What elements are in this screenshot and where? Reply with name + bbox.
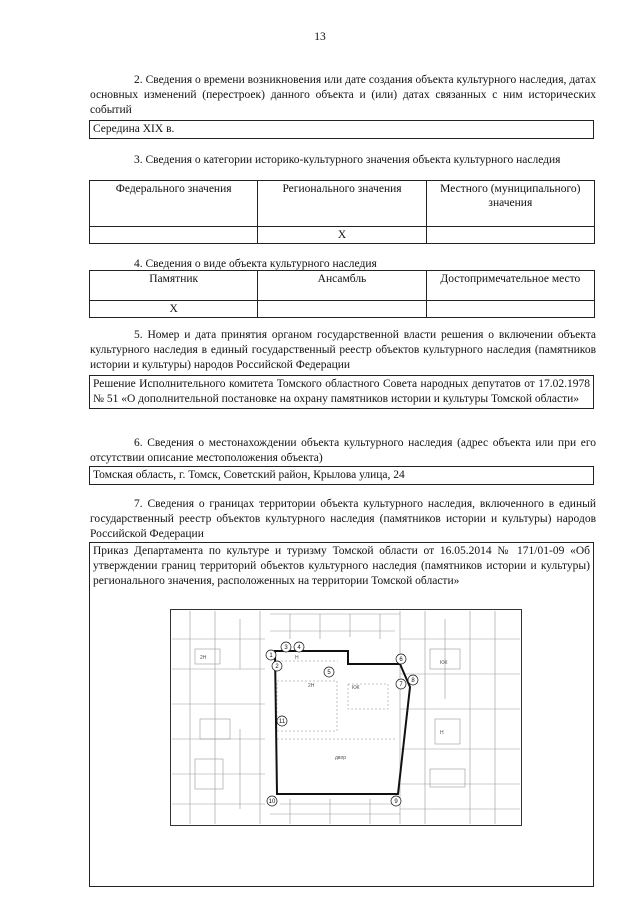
territory-boundary	[273, 650, 412, 795]
svg-text:Н: Н	[440, 730, 444, 736]
type-header-ensemble: Ансамбль	[257, 270, 427, 301]
section-6-text: 6. Сведения о местонахождении объекта ку…	[90, 437, 596, 464]
page-number: 13	[314, 31, 326, 43]
category-mark-federal	[88, 226, 259, 244]
section-7-value: Приказ Департамента по культуре и туризм…	[93, 545, 590, 587]
svg-text:2Н: 2Н	[308, 683, 315, 689]
category-mark-regional: X	[257, 226, 427, 244]
section-2-value: Середина XIX в.	[89, 120, 594, 139]
map-inner-buildings	[276, 660, 395, 740]
svg-text:КЖ: КЖ	[352, 685, 360, 691]
category-header-local: Местного (муниципального) значения	[425, 180, 596, 227]
section-6-value: Томская область, г. Томск, Советский рай…	[89, 466, 594, 485]
section-3-text: 3. Сведения о категории историко-культур…	[134, 154, 561, 166]
category-mark-local	[425, 226, 596, 244]
category-header-federal: Федерального значения	[88, 180, 259, 227]
category-table: Федерального значения Регионального знач…	[88, 180, 596, 244]
type-header-monument: Памятник	[88, 270, 259, 301]
section-5-value: Решение Исполнительного комитета Томског…	[89, 375, 594, 409]
section-7-value-box: Приказ Департамента по культуре и туризм…	[89, 542, 594, 887]
type-mark-monument: X	[88, 300, 259, 318]
svg-text:8: 8	[411, 678, 415, 684]
section-4-text: 4. Сведения о виде объекта культурного н…	[134, 258, 377, 270]
section-5-text: 5. Номер и дата принятия органом государ…	[90, 329, 596, 371]
boundary-point-labels: 1 2 3 4 5 6 7 8 9 10 11	[265, 641, 419, 807]
category-header-regional: Регионального значения	[257, 180, 427, 227]
svg-text:1: 1	[269, 653, 273, 659]
svg-text:10: 10	[269, 799, 276, 805]
svg-text:11: 11	[279, 719, 286, 725]
svg-text:двор: двор	[335, 755, 346, 761]
svg-text:Н: Н	[295, 655, 299, 661]
svg-text:5: 5	[327, 670, 331, 676]
type-header-landmark: Достопримечательное место	[425, 270, 596, 301]
svg-text:2: 2	[275, 664, 279, 670]
svg-text:9: 9	[394, 799, 398, 805]
type-mark-ensemble	[257, 300, 427, 318]
svg-text:2Н: 2Н	[200, 655, 207, 661]
type-mark-landmark	[425, 300, 596, 318]
svg-text:КЖ: КЖ	[440, 660, 448, 666]
map-background-linework	[172, 611, 520, 824]
svg-text:7: 7	[399, 682, 403, 688]
boundary-map: 1 2 3 4 5 6 7 8 9 10 11 2Н Н КЖ двор 2Н …	[170, 609, 522, 826]
type-table: Памятник Ансамбль Достопримечательное ме…	[88, 270, 596, 318]
svg-text:4: 4	[297, 645, 301, 651]
section-7-text: 7. Сведения о границах территории объект…	[90, 498, 596, 540]
section-2-text: 2. Сведения о времени возникновения или …	[90, 74, 596, 116]
map-area-labels: 2Н Н КЖ двор 2Н КЖ Н	[200, 655, 448, 761]
svg-text:6: 6	[399, 657, 403, 663]
svg-text:3: 3	[284, 645, 288, 651]
